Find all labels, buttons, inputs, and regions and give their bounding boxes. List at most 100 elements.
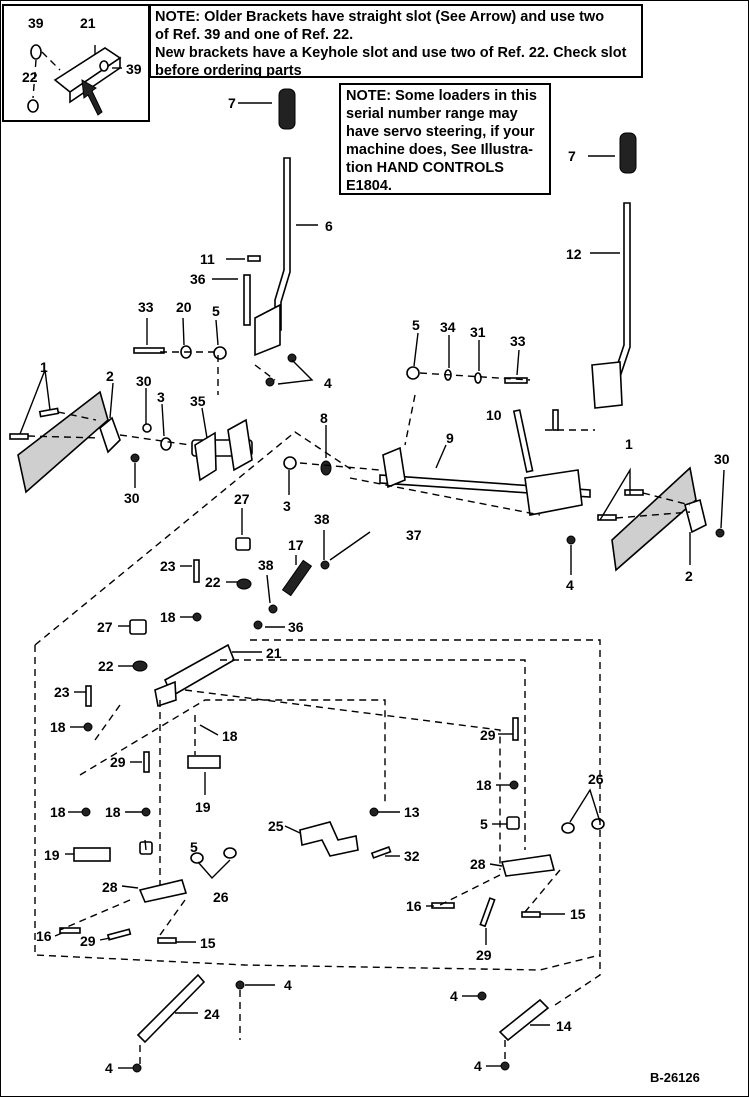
callout-29-lower-right: 29 <box>476 947 492 963</box>
callout-24: 24 <box>204 1006 220 1022</box>
callout-29-lower-left: 29 <box>80 933 96 949</box>
callout-27-lower: 27 <box>97 619 113 635</box>
callout-17: 17 <box>288 537 304 553</box>
callout-30-upper-left: 30 <box>136 373 152 389</box>
spring-linkage <box>83 531 371 732</box>
inset-callout-21: 21 <box>80 15 96 31</box>
callout-28-left: 28 <box>102 879 118 895</box>
lower-brackets <box>59 717 605 944</box>
callout-4-right-shaft: 4 <box>566 577 574 593</box>
bracket-note-line-2: of Ref. 39 and one of Ref. 22. <box>155 27 354 43</box>
callout-3-center: 3 <box>283 498 291 514</box>
bracket-inset-box <box>2 4 150 122</box>
leader-lines <box>19 258 725 1069</box>
callout-6: 6 <box>325 218 333 234</box>
left-handle-grip <box>278 88 296 130</box>
callout-28-right: 28 <box>470 856 486 872</box>
callout-4-bottom-right-upper: 4 <box>450 988 458 1004</box>
callout-22-upper: 22 <box>205 574 221 590</box>
callout-20: 20 <box>176 299 192 315</box>
callout-numbers: 7 7 6 11 36 12 33 20 5 4 5 34 31 33 10 1… <box>36 95 730 1085</box>
callout-22-lower: 22 <box>98 658 114 674</box>
callout-30-right: 30 <box>714 451 730 467</box>
callout-18-lower-left: 18 <box>50 804 66 820</box>
servo-note-line-6: E1804. <box>346 178 392 194</box>
callout-8: 8 <box>320 410 328 426</box>
right-pivot-assembly <box>597 466 725 572</box>
callout-13: 13 <box>404 804 420 820</box>
callout-5-right: 5 <box>412 317 420 333</box>
callout-29-left: 29 <box>110 754 126 770</box>
callout-2-left: 2 <box>106 368 114 384</box>
callout-19-upper: 19 <box>195 799 211 815</box>
callout-35: 35 <box>190 393 206 409</box>
cross-shaft-assembly <box>283 366 591 545</box>
callout-38-upper: 38 <box>314 511 330 527</box>
callout-32: 32 <box>404 848 420 864</box>
callout-25: 25 <box>268 818 284 834</box>
callout-4-left-lever: 4 <box>324 375 332 391</box>
callout-18-right: 18 <box>476 777 492 793</box>
callout-16-right: 16 <box>406 898 422 914</box>
callout-21: 21 <box>266 645 282 661</box>
callout-5-lower-left: 5 <box>190 839 198 855</box>
callout-10: 10 <box>486 407 502 423</box>
bracket-note-line-4: before ordering parts <box>155 63 302 78</box>
callout-2-right: 2 <box>685 568 693 584</box>
callout-18-upper: 18 <box>160 609 176 625</box>
inset-callout-22: 22 <box>22 69 38 85</box>
callout-5-lower-right: 5 <box>480 816 488 832</box>
callout-18-lower-middle: 18 <box>105 804 121 820</box>
callout-4-bottom-right: 4 <box>474 1058 482 1074</box>
callout-15-left: 15 <box>200 935 216 951</box>
callout-33-left: 33 <box>138 299 154 315</box>
callout-4-bottom-center: 4 <box>284 977 292 993</box>
inset-bracket-drawing: 39 21 22 39 <box>22 15 142 116</box>
callout-34: 34 <box>440 319 456 335</box>
bracket-note-line-3: New brackets have a Keyhole slot and use… <box>155 45 627 61</box>
callout-7-right: 7 <box>568 148 576 164</box>
bracket-note-line-1: NOTE: Older Brackets have straight slot … <box>155 9 605 25</box>
callout-38-middle: 38 <box>258 557 274 573</box>
bracket-note: NOTE: Older Brackets have straight slot … <box>149 4 643 78</box>
bottom-links <box>132 973 550 1073</box>
callout-30-lower-left: 30 <box>124 490 140 506</box>
callout-23-lower: 23 <box>54 684 70 700</box>
callout-3-left: 3 <box>157 389 165 405</box>
callout-36-upper: 36 <box>190 271 206 287</box>
callout-36-lower: 36 <box>288 619 304 635</box>
figure-number: B-26126 <box>650 1070 700 1085</box>
right-control-lever <box>588 132 637 409</box>
servo-note-line-4: machine does, See Illustra- <box>346 142 533 158</box>
callout-29-right: 29 <box>480 727 496 743</box>
callout-18-left: 18 <box>50 719 66 735</box>
callout-11: 11 <box>200 251 215 267</box>
callout-19-lower: 19 <box>44 847 60 863</box>
callout-26-left: 26 <box>213 889 229 905</box>
callout-23-upper: 23 <box>160 558 176 574</box>
servo-note-line-2: serial number range may <box>346 106 518 122</box>
right-handle-grip <box>619 132 637 174</box>
callout-18-center: 18 <box>222 728 238 744</box>
left-pivot-assembly <box>9 255 297 494</box>
callout-16-left: 16 <box>36 928 52 944</box>
callout-4-bottom-left: 4 <box>105 1060 113 1076</box>
inset-callout-39-right: 39 <box>126 61 142 77</box>
callout-33-right: 33 <box>510 333 526 349</box>
callout-27-upper: 27 <box>234 491 250 507</box>
servo-note-line-1: NOTE: Some loaders in this <box>346 88 537 104</box>
servo-steering-note: NOTE: Some loaders in this serial number… <box>339 83 551 195</box>
servo-note-line-5: tion HAND CONTROLS <box>346 160 504 176</box>
callout-1-left: 1 <box>40 359 48 375</box>
callout-1-right: 1 <box>625 436 633 452</box>
callout-14: 14 <box>556 1018 572 1034</box>
callout-9: 9 <box>446 430 454 446</box>
callout-31: 31 <box>470 324 486 340</box>
callout-12: 12 <box>566 246 582 262</box>
callout-37: 37 <box>406 527 422 543</box>
inset-callout-39: 39 <box>28 15 44 31</box>
assembly-dashed-outlines <box>34 355 601 1065</box>
callout-26-right: 26 <box>588 771 604 787</box>
callout-15-right: 15 <box>570 906 586 922</box>
